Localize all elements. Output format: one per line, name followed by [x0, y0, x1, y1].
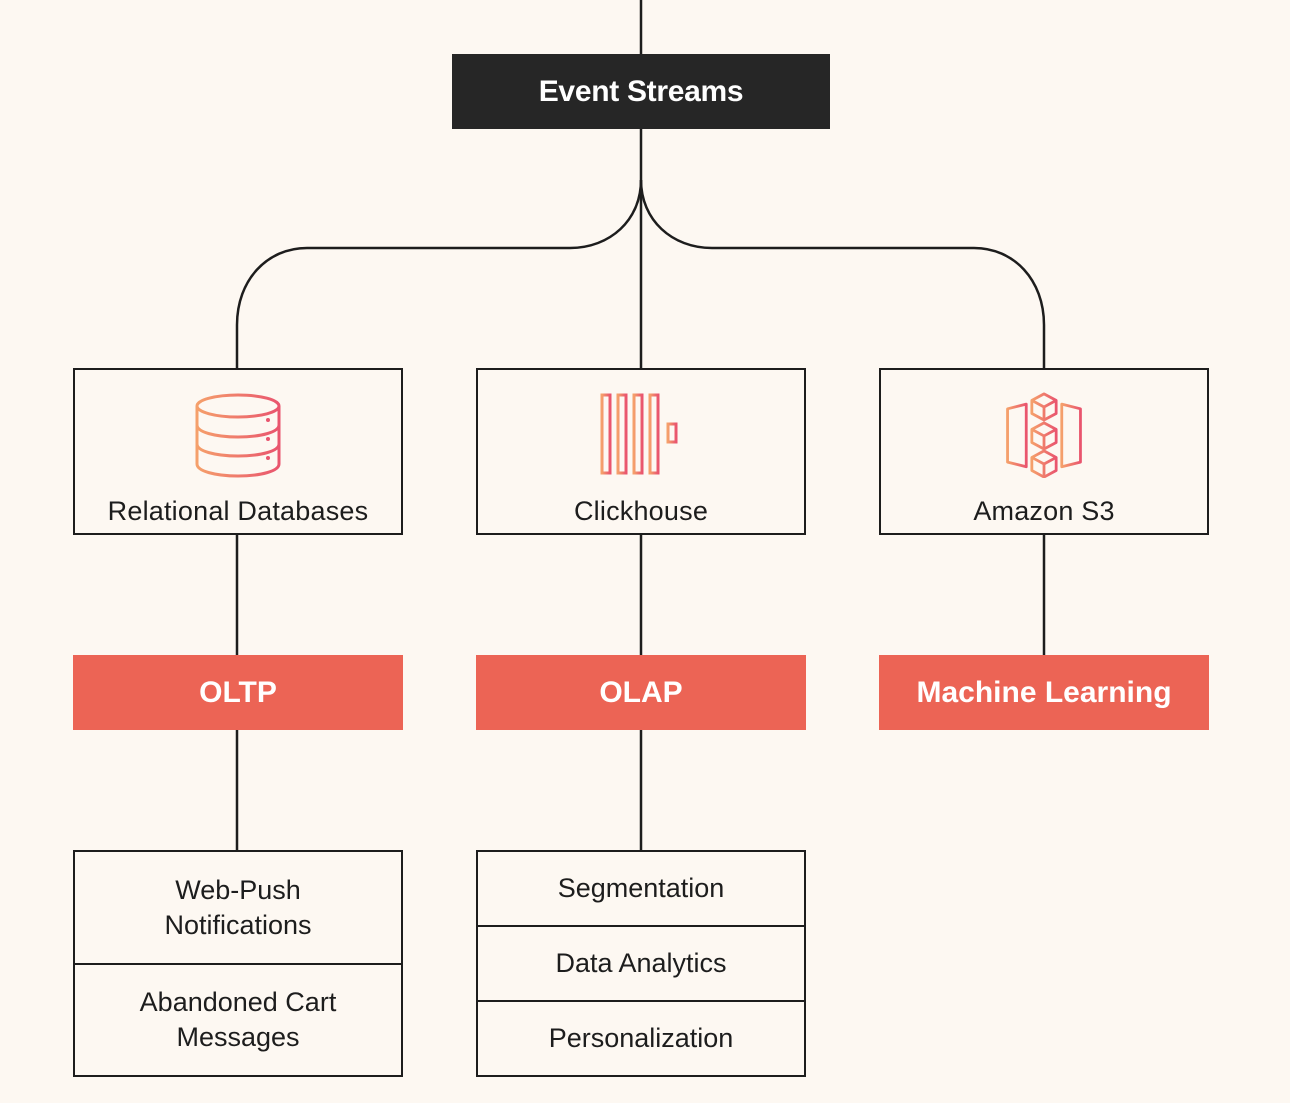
- s3-bucket-icon: [1006, 392, 1082, 478]
- oltp-use-cases: Web-Push Notifications Abandoned Cart Me…: [73, 850, 403, 1077]
- relational-databases-label: Relational Databases: [107, 496, 369, 526]
- event-streams-node: Event Streams: [452, 54, 830, 129]
- connector-root-right: [639, 179, 1046, 368]
- use-case-item: Segmentation: [478, 852, 804, 927]
- amazon-s3-node: Amazon S3: [879, 368, 1209, 535]
- relational-databases-node: Relational Databases: [73, 368, 403, 535]
- amazon-s3-label: Amazon S3: [973, 496, 1115, 526]
- olap-use-cases: Segmentation Data Analytics Personalizat…: [476, 850, 806, 1077]
- database-icon: [195, 393, 281, 478]
- columnar-storage-icon: [600, 393, 678, 475]
- machine-learning-label: Machine Learning: [916, 675, 1172, 709]
- machine-learning-node: Machine Learning: [879, 655, 1209, 730]
- use-case-item: Personalization: [548, 1023, 734, 1053]
- event-streams-label: Event Streams: [538, 74, 744, 108]
- clickhouse-label: Clickhouse: [573, 496, 709, 526]
- clickhouse-node: Clickhouse: [476, 368, 806, 535]
- connector-root-left: [235, 179, 643, 368]
- use-case-item: Web-Push Notifications: [75, 852, 401, 965]
- oltp-node: OLTP: [73, 655, 403, 730]
- olap-node: OLAP: [476, 655, 806, 730]
- use-case-item: Abandoned Cart Messages: [139, 987, 337, 1052]
- oltp-label: OLTP: [199, 675, 277, 709]
- olap-label: OLAP: [599, 675, 683, 709]
- use-case-item: Data Analytics: [478, 927, 804, 1002]
